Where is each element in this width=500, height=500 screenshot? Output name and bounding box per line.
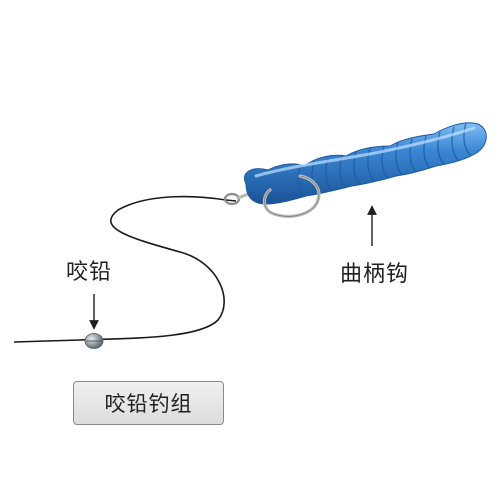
hook-label: 曲柄钩 — [340, 262, 410, 287]
hook-eye-line — [225, 199, 237, 202]
sinker-label: 咬铅 — [66, 260, 113, 285]
fishing-line — [13, 195, 227, 343]
soft-worm-icon — [244, 122, 487, 205]
split-shot-sinker-icon — [84, 333, 104, 349]
rig-caption-text: 咬铅钓组 — [104, 392, 193, 416]
rig-caption-box: 咬铅钓组 — [73, 381, 224, 425]
